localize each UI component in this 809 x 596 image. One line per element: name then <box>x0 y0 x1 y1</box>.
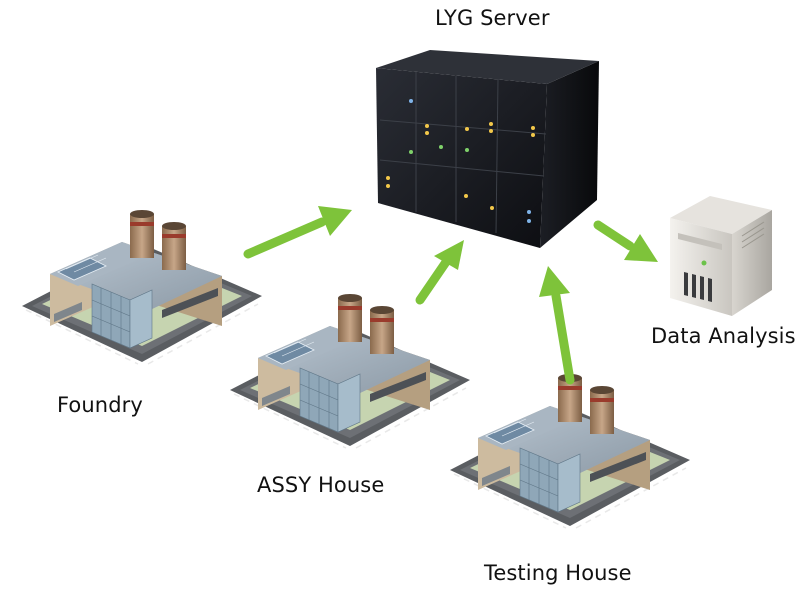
server-rack-icon <box>376 50 599 248</box>
factory-assy-icon <box>229 293 471 449</box>
node-label-testing: Testing House <box>484 561 632 585</box>
arrow-server-to-analysis <box>593 220 658 262</box>
node-label-analysis: Data Analysis <box>651 324 796 348</box>
factory-testing-icon <box>449 373 691 529</box>
node-label-assy: ASSY House <box>257 473 385 497</box>
computer-tower-icon <box>670 196 772 316</box>
node-label-foundry: Foundry <box>57 393 143 417</box>
factory-foundry-icon <box>21 209 263 365</box>
arrow-assy-to-server <box>415 240 464 305</box>
arrow-foundry-to-server <box>243 206 352 259</box>
node-label-server: LYG Server <box>435 6 550 30</box>
arrow-testing-to-server <box>539 266 575 385</box>
